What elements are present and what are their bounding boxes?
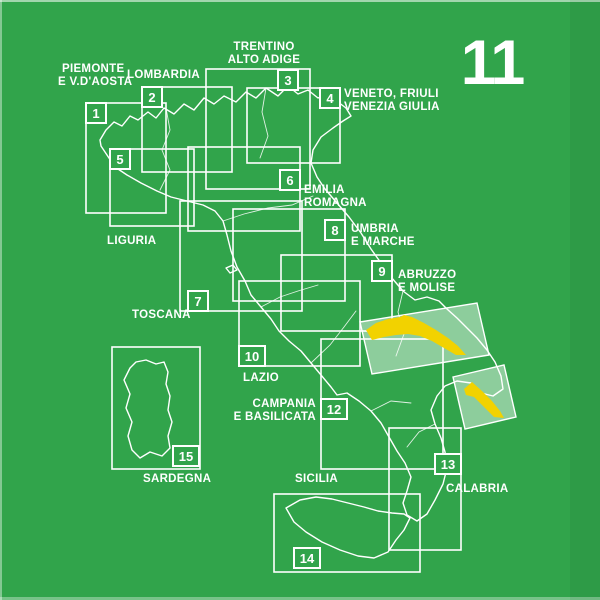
label-emilia-line1: EMILIA <box>304 184 345 196</box>
sheet-number-value-14: 14 <box>300 551 315 566</box>
sheet-number-value-13: 13 <box>441 457 455 472</box>
sheet-rect-13 <box>388 427 462 551</box>
sheet-rect-1 <box>85 102 167 214</box>
sheet-number-value-10: 10 <box>245 349 259 364</box>
sheet-number-box-5: 5 <box>109 148 131 170</box>
sheet-number-frame-1 <box>85 102 107 124</box>
label-emilia-line2: ROMAGNA <box>304 197 367 209</box>
elba-island <box>225 264 238 274</box>
sheet-number-box-6: 6 <box>279 169 301 191</box>
scan-edge-right-shade <box>570 0 600 600</box>
sheet-number-box-1: 1 <box>85 102 107 124</box>
sheet-rect-14 <box>273 493 421 573</box>
label-umbria-line1: UMBRIA <box>351 223 399 235</box>
sheet-number-frame-5 <box>109 148 131 170</box>
scan-edge-bottom <box>0 597 600 600</box>
label-campania-line2: E BASILICATA <box>234 411 316 423</box>
region-border <box>406 423 436 448</box>
sheet-number-box-15: 15 <box>172 445 200 467</box>
sheet-number-value-6: 6 <box>286 173 293 188</box>
label-liguria: LIGURIA <box>107 235 156 247</box>
sardinia-coastline <box>123 359 173 459</box>
region-borders <box>159 87 436 448</box>
label-piemonte-line2: E V.D'AOSTA <box>58 76 132 88</box>
sheet-rect-9 <box>280 254 393 332</box>
sheet-number-frame-9 <box>371 260 393 282</box>
sheet-number-box-2: 2 <box>141 86 163 108</box>
sheet-number-box-4: 4 <box>319 87 341 109</box>
label-campania-line1: CAMPANIA <box>252 398 316 410</box>
sheet-number-frame-14 <box>293 547 321 569</box>
sheet-number-frame-10 <box>238 345 266 367</box>
sheet-rect-15 <box>111 346 201 470</box>
sheet-number-value-15: 15 <box>179 449 193 464</box>
sheet-number-frame-2 <box>141 86 163 108</box>
sheet-number-frame-8 <box>324 219 346 241</box>
current-sheet-number: 11 <box>461 28 525 98</box>
sheet-number-frame-15 <box>172 445 200 467</box>
sheet-number-frame-12 <box>320 398 348 420</box>
sheet-number-value-9: 9 <box>378 264 385 279</box>
highlight-region-salento <box>464 382 504 418</box>
italy-coastline <box>99 85 504 522</box>
sheet-number-box-10: 10 <box>238 345 266 367</box>
sheet-rect-2 <box>141 86 233 173</box>
label-lazio: LAZIO <box>243 372 279 384</box>
label-sardegna: SARDEGNA <box>143 473 211 485</box>
sheet-number-frame-7 <box>187 290 209 312</box>
label-trentino-line2: ALTO ADIGE <box>228 54 300 66</box>
sheet-number-box-3: 3 <box>277 69 299 91</box>
label-toscana: TOSCANA <box>132 309 191 321</box>
region-border <box>159 107 171 191</box>
sheet-number-box-13: 13 <box>434 453 462 475</box>
label-abruzzo-line2: E MOLISE <box>398 282 455 294</box>
sicily-coastline <box>285 496 411 559</box>
label-trentino-line1: TRENTINO <box>233 41 294 53</box>
sheet-number-value-4: 4 <box>326 91 334 106</box>
scan-edge-left <box>0 0 2 600</box>
highlight-sheet-11-main <box>359 302 490 375</box>
label-calabria: CALABRIA <box>446 483 508 495</box>
sheet-number-box-12: 12 <box>320 398 348 420</box>
sheet-number-value-12: 12 <box>327 402 341 417</box>
sheet-number-value-3: 3 <box>284 73 291 88</box>
label-veneto-line1: VENETO, FRIULI <box>344 88 439 100</box>
sheet-number-value-5: 5 <box>116 152 123 167</box>
region-border <box>222 195 314 222</box>
label-sicilia: SICILIA <box>295 473 338 485</box>
label-piemonte-line1: PIEMONTE <box>62 63 124 75</box>
sheet-number-value-7: 7 <box>194 294 201 309</box>
region-border <box>370 400 412 412</box>
sheet-number-value-2: 2 <box>148 90 155 105</box>
highlight-region-puglia <box>366 315 466 355</box>
sheet-number-box-14: 14 <box>293 547 321 569</box>
region-border <box>310 310 357 364</box>
label-veneto-line2: VENEZIA GIULIA <box>344 101 440 113</box>
label-abruzzo-line1: ABRUZZO <box>398 269 456 281</box>
sheet-number-box-9: 9 <box>371 260 393 282</box>
sheet-number-box-7: 7 <box>187 290 209 312</box>
label-umbria-line2: E MARCHE <box>351 236 415 248</box>
sheet-number-frame-6 <box>279 169 301 191</box>
label-lombardia: LOMBARDIA <box>127 69 200 81</box>
region-border <box>260 284 319 308</box>
sheet-number-frame-4 <box>319 87 341 109</box>
scan-edge-top <box>0 0 600 2</box>
sheet-number-value-1: 1 <box>92 106 99 121</box>
sheet-rect-7 <box>179 200 303 312</box>
sheet-number-frame-3 <box>277 69 299 91</box>
sheet-number-frame-13 <box>434 453 462 475</box>
region-border <box>259 87 269 159</box>
sheet-number-value-8: 8 <box>331 223 338 238</box>
sheet-number-box-8: 8 <box>324 219 346 241</box>
sheet-rect-3 <box>205 68 311 190</box>
sheet-rect-5 <box>109 148 195 227</box>
